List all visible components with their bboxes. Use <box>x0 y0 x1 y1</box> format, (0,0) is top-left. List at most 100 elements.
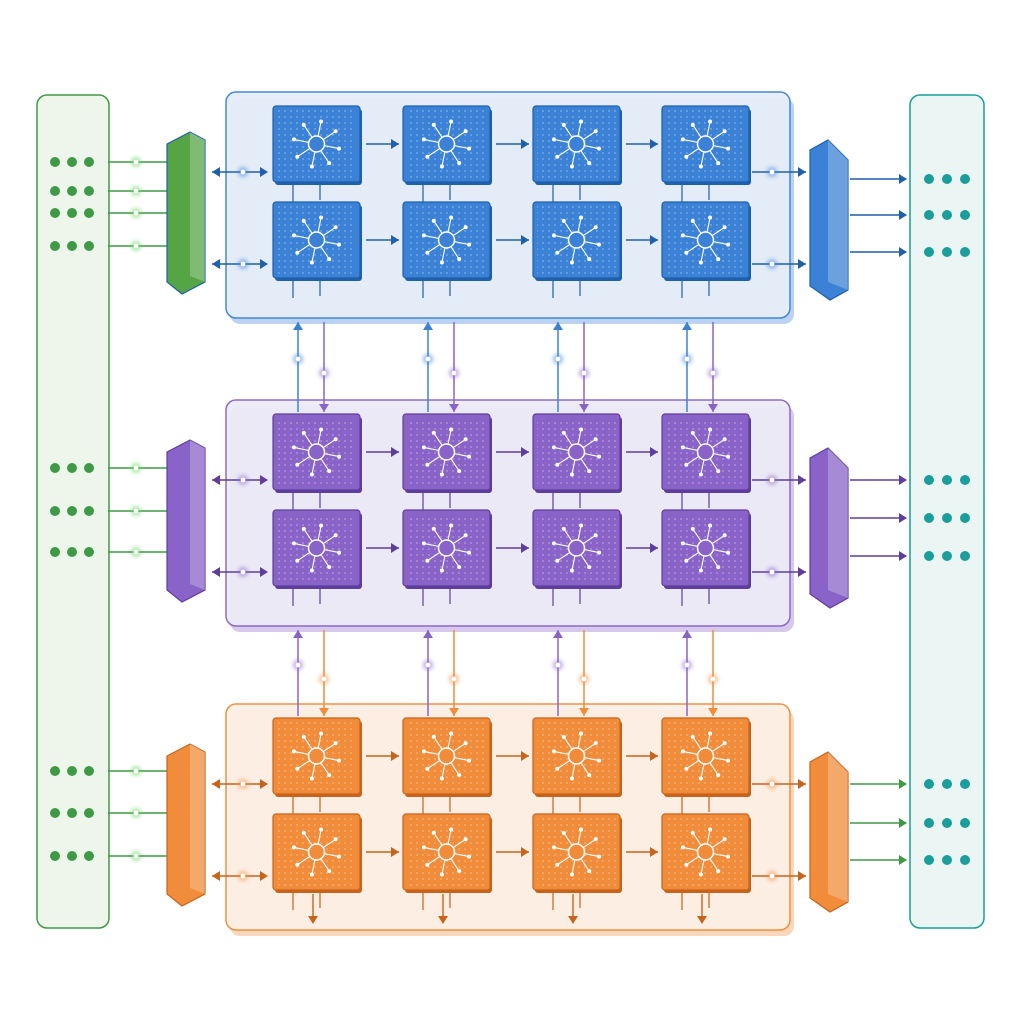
hub-node <box>698 568 703 573</box>
processor-chip <box>532 201 622 281</box>
hub-node <box>690 526 695 531</box>
hub-node <box>684 154 689 159</box>
hub-icon <box>567 231 586 249</box>
arrowhead <box>521 447 529 457</box>
hub-node <box>449 427 454 432</box>
hub-node <box>439 776 444 781</box>
hub-node <box>555 154 560 159</box>
hub-node <box>593 741 598 746</box>
hub-node <box>421 137 426 142</box>
hub-node <box>301 734 306 739</box>
arrowhead <box>260 779 268 789</box>
hub-node <box>327 257 332 262</box>
hub-node <box>722 437 727 442</box>
hub-node <box>425 154 430 159</box>
hub-node <box>301 830 306 835</box>
input-dot <box>50 808 60 818</box>
signal-dot <box>240 477 246 483</box>
signal-dot <box>710 676 716 682</box>
hub-node <box>555 462 560 467</box>
hub-node <box>561 830 566 835</box>
hub-node <box>698 164 703 169</box>
output-dot <box>924 779 934 789</box>
hub-node <box>569 776 574 781</box>
hub-node <box>708 427 713 432</box>
hub-node <box>579 427 584 432</box>
hub-node <box>421 749 426 754</box>
arrowhead <box>212 567 220 577</box>
hub-node <box>569 472 574 477</box>
arrowhead <box>449 404 459 412</box>
hub-node <box>337 454 342 459</box>
hub-node <box>698 260 703 265</box>
output-dot <box>924 174 934 184</box>
output-adapter <box>809 447 849 609</box>
output-adapter-face <box>828 752 848 902</box>
arrowhead <box>423 322 433 330</box>
hub-node <box>680 845 685 850</box>
hub-node <box>722 837 727 842</box>
hub-node <box>457 469 462 474</box>
output-dot <box>960 855 970 865</box>
hub-node <box>309 568 314 573</box>
output-dot <box>924 210 934 220</box>
hub-node <box>449 523 454 528</box>
processor-chip <box>272 105 362 185</box>
signal-dot <box>769 477 775 483</box>
arrowhead <box>212 167 220 177</box>
hub-node <box>555 862 560 867</box>
signal-dot <box>240 261 246 267</box>
output-adapter-face <box>828 140 848 290</box>
hub-node <box>467 550 472 555</box>
hub-node <box>561 122 566 127</box>
arrowhead <box>308 916 318 924</box>
arrowhead <box>449 708 459 716</box>
processor-chip <box>661 813 751 893</box>
hub-icon <box>307 231 326 249</box>
hub-node <box>463 533 468 538</box>
output-dot <box>960 174 970 184</box>
arrowhead <box>260 871 268 881</box>
hub-node <box>555 766 560 771</box>
hub-node <box>421 233 426 238</box>
hub-node <box>301 526 306 531</box>
processor-chip <box>661 413 751 493</box>
hub-node <box>425 862 430 867</box>
arrowhead <box>650 447 658 457</box>
hub-node <box>698 776 703 781</box>
input-dot <box>67 766 77 776</box>
signal-dot <box>710 370 716 376</box>
hub-node <box>680 445 685 450</box>
arrowhead <box>423 630 433 638</box>
input-dot <box>84 766 94 776</box>
arrowhead <box>438 916 448 924</box>
processor-chip <box>402 813 492 893</box>
input-dot <box>84 808 94 818</box>
hub-icon <box>307 443 326 461</box>
hub-node <box>680 233 685 238</box>
hub-node <box>463 437 468 442</box>
input-dot <box>67 208 77 218</box>
processor-chip <box>402 717 492 797</box>
signal-dot <box>769 569 775 575</box>
hub-node <box>690 122 695 127</box>
hub-node <box>439 568 444 573</box>
hub-node <box>291 845 296 850</box>
hub-node <box>690 734 695 739</box>
signal-dot <box>581 370 587 376</box>
input-dot <box>50 186 60 196</box>
hub-node <box>569 872 574 877</box>
hub-node <box>597 454 602 459</box>
signal-dot <box>425 662 431 668</box>
output-adapter <box>809 751 849 913</box>
input-dot <box>84 241 94 251</box>
hub-node <box>597 758 602 763</box>
signal-dot <box>451 370 457 376</box>
hub-node <box>551 541 556 546</box>
output-dot <box>942 247 952 257</box>
hub-node <box>716 773 721 778</box>
signal-dot <box>133 549 139 555</box>
hub-node <box>579 215 584 220</box>
hub-node <box>327 161 332 166</box>
